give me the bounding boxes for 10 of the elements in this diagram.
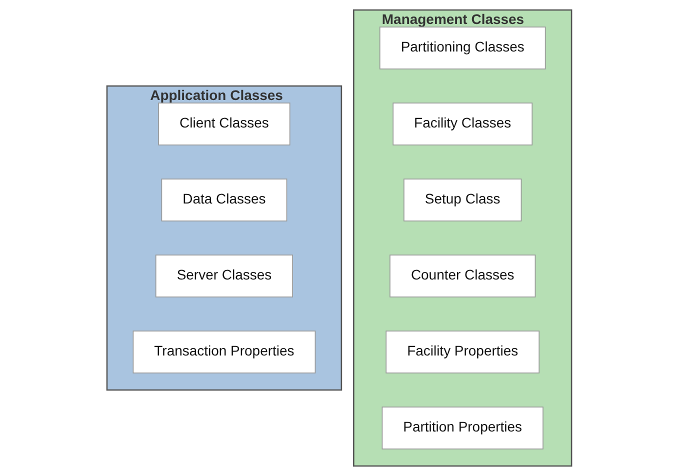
node-box: Counter Classes <box>389 254 536 297</box>
node-box: Facility Classes <box>392 102 532 145</box>
node-box: Partitioning Classes <box>379 26 546 69</box>
node-box: Facility Properties <box>385 330 540 373</box>
node-box: Server Classes <box>155 254 293 297</box>
node-box: Client Classes <box>158 102 290 145</box>
node-box: Partition Properties <box>382 406 544 449</box>
node-box: Transaction Properties <box>132 330 316 373</box>
node-box: Data Classes <box>160 178 287 221</box>
node-box: Setup Class <box>403 178 522 221</box>
